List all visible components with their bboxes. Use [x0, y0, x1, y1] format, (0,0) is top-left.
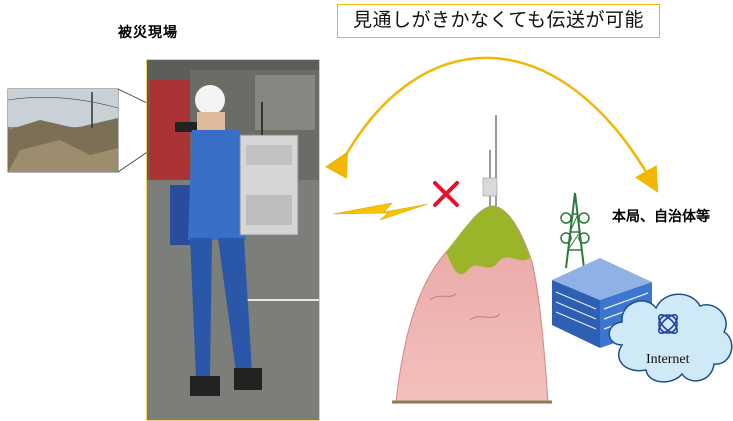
blocked-direct-path-mark [433, 181, 459, 207]
field-operator-photo [146, 59, 320, 421]
radio-signal-bolt [332, 202, 429, 221]
headquarters-label: 本局、自治体等 [612, 209, 710, 225]
transmission-arc [325, 56, 659, 193]
transmission-note-banner: 見通しがきかなくても伝送が可能 [337, 4, 660, 38]
internet-label: Internet [646, 352, 690, 367]
internet-cloud-icon [608, 293, 733, 383]
mountain [392, 115, 552, 404]
radio-tower-icon [560, 192, 590, 269]
disaster-photo-inset [7, 88, 119, 173]
disaster-site-label: 被災現場 [118, 25, 178, 41]
network-atom-icon [658, 314, 678, 334]
